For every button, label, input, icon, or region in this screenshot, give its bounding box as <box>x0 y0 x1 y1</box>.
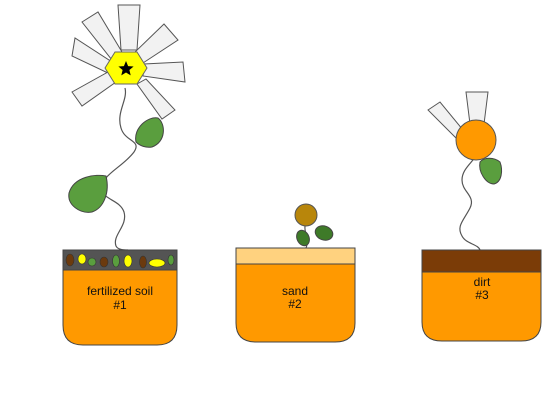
plant-2-leaf-left <box>296 229 310 247</box>
pot-2-label: sand <box>282 284 308 298</box>
petal <box>71 71 117 107</box>
pot-3-label: dirt <box>474 275 491 289</box>
petal <box>136 78 176 120</box>
pot-2: sand #2 <box>235 247 356 343</box>
plant-1-petals <box>71 4 186 120</box>
pot-3: dirt #3 <box>421 249 542 342</box>
plant-3-stem <box>459 151 481 251</box>
petal <box>134 23 179 64</box>
pot-3-body <box>421 249 542 342</box>
pot-2-body <box>235 247 356 343</box>
pot-3-soil <box>421 249 542 273</box>
plant-1-leaf-upper <box>135 117 164 148</box>
plant-2-bud <box>294 203 318 227</box>
plant-1 <box>68 4 186 251</box>
plant-3-leaf <box>479 157 503 185</box>
petal <box>117 4 141 51</box>
pot-1-number: #1 <box>113 298 127 312</box>
petal <box>142 61 186 83</box>
plant-2 <box>294 203 334 249</box>
plant-2-leaf-right <box>314 225 334 241</box>
pot-3-number: #3 <box>475 288 489 302</box>
pot-1-body <box>62 249 178 346</box>
plant-1-stem <box>101 87 137 251</box>
plant-3 <box>427 91 503 251</box>
fertilizer-pellets <box>65 253 175 269</box>
star-icon <box>118 61 134 76</box>
plant-3-flower-center <box>455 119 497 161</box>
plant-1-leaf-lower <box>68 174 108 213</box>
pot-2-number: #2 <box>288 297 302 311</box>
pot-2-soil <box>235 247 356 265</box>
pot-1-label: fertilized soil <box>87 284 153 298</box>
petal <box>465 91 489 125</box>
pot-1: fertilized soil #1 <box>62 249 178 346</box>
